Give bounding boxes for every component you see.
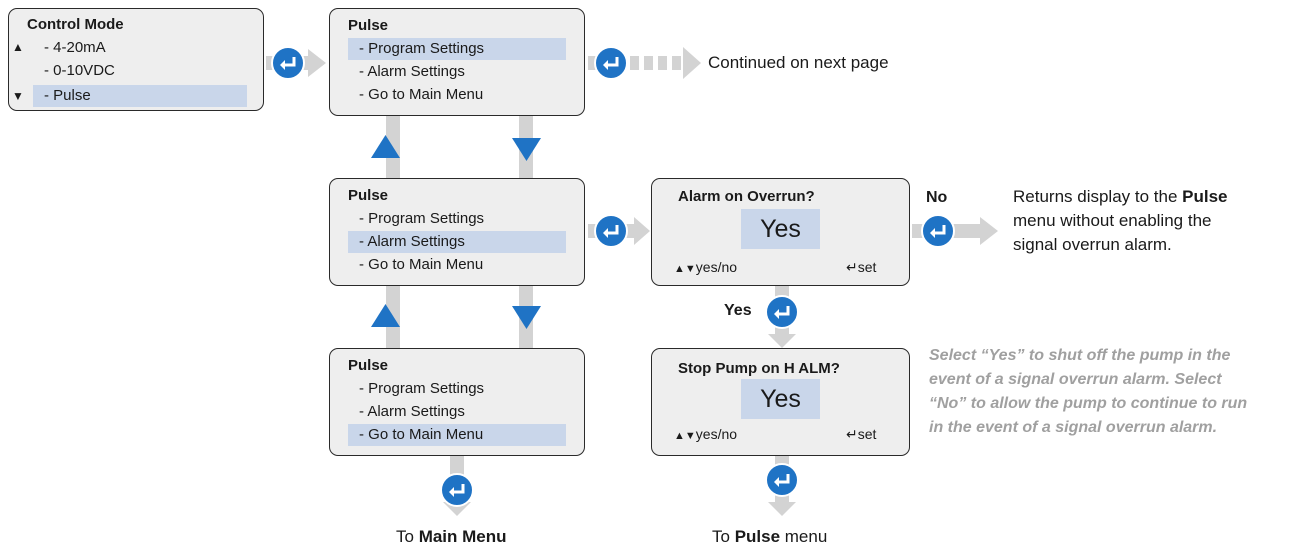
to-text: To <box>396 527 419 546</box>
up-arrow-icon <box>371 304 400 327</box>
screen-title: Alarm on Overrun? <box>678 188 815 205</box>
yes-no-hint: yes/no <box>695 259 738 275</box>
down-arrow-icon <box>512 306 541 329</box>
connector-arrow-head <box>634 217 650 245</box>
enter-button-icon[interactable] <box>765 463 799 497</box>
returns-line-1: Returns display to the Pulse <box>1013 185 1288 209</box>
connector-arrow-head <box>768 334 796 348</box>
screen-title: Stop Pump on H ALM? <box>678 360 840 377</box>
to-pulse-menu-label: To Pulse menu <box>712 525 827 549</box>
stop-pump-note: Select “Yes” to shut off the pump in the… <box>929 344 1291 440</box>
triangle-up-icon: ▲ <box>12 40 24 54</box>
returns-line-2: menu without enabling the <box>1013 211 1212 230</box>
note-line-1: Select “Yes” to shut off the pump in the <box>929 347 1231 364</box>
connector-arrow-head <box>308 49 326 77</box>
control-mode-screen: Control Mode ▲ - 4-20mA - 0-10VDC ▼ - Pu… <box>8 8 264 111</box>
screen-title: Control Mode <box>27 16 124 33</box>
to-main-menu-label: To Main Menu <box>396 525 507 549</box>
enter-button-icon[interactable] <box>594 46 628 80</box>
set-label: set <box>857 426 877 442</box>
continued-label: Continued on next page <box>708 53 889 72</box>
menu-item-alarm-settings[interactable]: - Alarm Settings <box>348 231 566 253</box>
menu-item-alarm-settings[interactable]: - Alarm Settings <box>359 63 465 80</box>
set-label: set <box>857 259 877 275</box>
returns-pulse-bold: Pulse <box>1182 187 1228 206</box>
menu-item-main-menu[interactable]: - Go to Main Menu <box>359 86 484 103</box>
menu-item-alarm-settings[interactable]: - Alarm Settings <box>359 403 465 420</box>
up-down-arrows-icon: ▲▼ <box>674 430 696 442</box>
returns-description: Returns display to the Pulse menu withou… <box>1013 185 1288 257</box>
returns-line-3: signal overrun alarm. <box>1013 235 1172 254</box>
screen-title: Pulse <box>348 187 389 204</box>
connector-arrow-head <box>980 217 998 245</box>
yes-label: Yes <box>724 302 752 319</box>
alarm-overrun-screen: Alarm on Overrun? Yes ▲▼yes/no ↵set <box>651 178 910 286</box>
menu-item-program-settings[interactable]: - Program Settings <box>359 210 485 227</box>
value-yes[interactable]: Yes <box>741 379 820 419</box>
menu-item-program-settings[interactable]: - Program Settings <box>359 380 485 397</box>
stop-pump-screen: Stop Pump on H ALM? Yes ▲▼yes/no ↵set <box>651 348 910 456</box>
note-line-3: “No” to allow the pump to continue to ru… <box>929 395 1248 412</box>
pulse-screen-main-menu: Pulse - Program Settings - Alarm Setting… <box>329 348 585 456</box>
note-line-4: in the event of a signal overrun alarm. <box>929 419 1218 436</box>
enter-button-icon[interactable] <box>594 214 628 248</box>
up-arrow-icon <box>371 135 400 158</box>
menu-text: menu <box>780 527 828 546</box>
nav-hint: ▲▼yes/no <box>674 259 737 277</box>
main-menu-bold: Main Menu <box>418 527 507 546</box>
pulse-screen-program: Pulse - Program Settings - Alarm Setting… <box>329 8 585 116</box>
menu-item-main-menu[interactable]: - Go to Main Menu <box>359 256 484 273</box>
connector-arrow-head <box>683 47 701 79</box>
nav-hint: ▲▼yes/no <box>674 426 737 444</box>
to-text: To <box>712 527 735 546</box>
enter-key-icon: ↵ <box>846 426 858 442</box>
yes-no-hint: yes/no <box>695 426 738 442</box>
menu-item-program-settings[interactable]: - Program Settings <box>348 38 566 60</box>
menu-item-pulse[interactable]: - Pulse <box>33 85 247 107</box>
enter-button-icon[interactable] <box>271 46 305 80</box>
screen-title: Pulse <box>348 357 389 374</box>
no-label: No <box>926 189 948 206</box>
enter-button-icon[interactable] <box>440 473 474 507</box>
value-yes[interactable]: Yes <box>741 209 820 249</box>
screen-title: Pulse <box>348 17 389 34</box>
set-hint: ↵set <box>846 259 876 275</box>
returns-text: Returns display to the <box>1013 187 1183 206</box>
connector-arrow-head <box>768 502 796 516</box>
menu-item-0-10vdc[interactable]: - 0-10VDC <box>44 62 115 79</box>
set-hint: ↵set <box>846 426 876 442</box>
menu-item-4-20ma[interactable]: - 4-20mA <box>44 39 106 56</box>
down-arrow-icon <box>512 138 541 161</box>
triangle-down-icon: ▼ <box>12 89 24 103</box>
enter-key-icon: ↵ <box>846 259 858 275</box>
up-down-arrows-icon: ▲▼ <box>674 263 696 275</box>
enter-button-icon[interactable] <box>921 214 955 248</box>
menu-item-main-menu[interactable]: - Go to Main Menu <box>348 424 566 446</box>
pulse-bold: Pulse <box>734 527 781 546</box>
enter-button-icon[interactable] <box>765 295 799 329</box>
pulse-screen-alarm: Pulse - Program Settings - Alarm Setting… <box>329 178 585 286</box>
note-line-2: event of a signal overrun alarm. Select <box>929 371 1222 388</box>
